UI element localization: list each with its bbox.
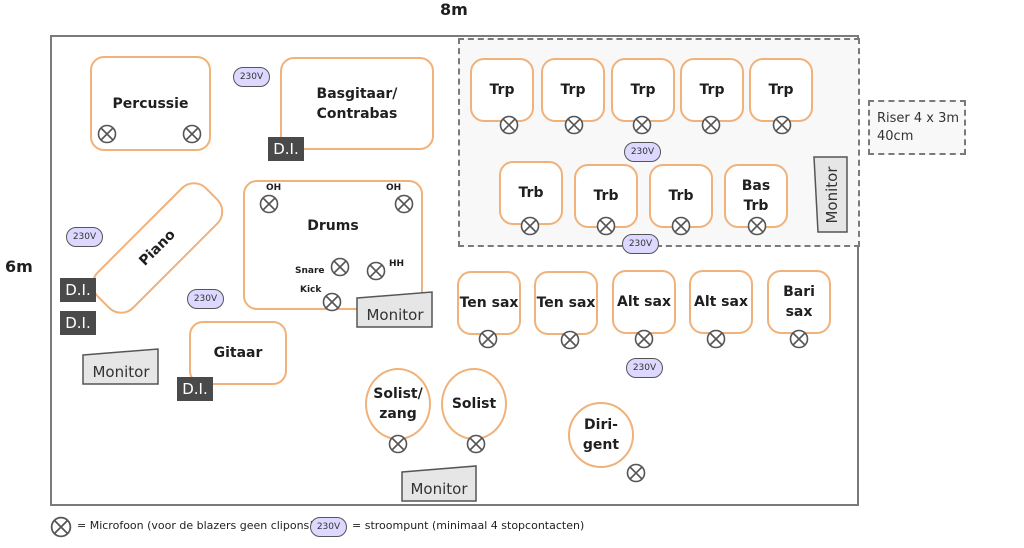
depth-dimension-label: 6m bbox=[5, 257, 33, 276]
position-alto-sax[interactable]: Alt sax bbox=[689, 270, 753, 334]
svg-text:Monitor: Monitor bbox=[92, 363, 150, 381]
microphone-icon bbox=[634, 329, 654, 349]
microphone-icon bbox=[626, 463, 646, 483]
di-box: D.I. bbox=[268, 137, 304, 161]
position-trombone[interactable]: Trb bbox=[499, 161, 563, 225]
power-outlet-badge: 230V bbox=[187, 289, 224, 309]
position-bass-trombone[interactable]: Bas Trb bbox=[724, 164, 788, 228]
position-alto-sax[interactable]: Alt sax bbox=[612, 270, 676, 334]
power-outlet-badge: 230V bbox=[622, 234, 659, 254]
stage-monitor: Monitor bbox=[813, 156, 848, 233]
microphone-icon bbox=[388, 434, 408, 454]
power-outlet-badge: 230V bbox=[624, 142, 661, 162]
position-solist-zang[interactable]: Solist/ zang bbox=[365, 368, 431, 440]
drum-mic-label-oh: OH bbox=[386, 183, 402, 193]
drum-mic-label-hh: HH bbox=[389, 259, 405, 269]
microphone-icon bbox=[478, 329, 498, 349]
position-tenor-sax[interactable]: Ten sax bbox=[534, 271, 598, 335]
legend-power-badge: 230V bbox=[310, 517, 347, 537]
riser-label: Riser 4 x 3m 40cm bbox=[868, 100, 966, 155]
stage-monitor: Monitor bbox=[356, 291, 433, 328]
power-outlet-badge: 230V bbox=[233, 67, 270, 87]
legend-microphone-text: = Microfoon (voor de blazers geen clipon… bbox=[77, 519, 318, 532]
microphone-icon bbox=[499, 115, 519, 135]
position-bari-sax[interactable]: Bari sax bbox=[767, 270, 831, 334]
microphone-icon bbox=[671, 216, 691, 236]
svg-text:Monitor: Monitor bbox=[366, 306, 424, 324]
position-trumpet[interactable]: Trp bbox=[749, 58, 813, 122]
di-box: D.I. bbox=[60, 311, 96, 335]
power-outlet-badge: 230V bbox=[66, 227, 103, 247]
microphone-icon bbox=[520, 216, 540, 236]
position-trumpet[interactable]: Trp bbox=[541, 58, 605, 122]
drum-mic-label-oh: OH bbox=[266, 183, 282, 193]
microphone-icon bbox=[747, 216, 767, 236]
microphone-icon bbox=[97, 124, 117, 144]
position-gitaar[interactable]: Gitaar bbox=[189, 321, 287, 385]
microphone-icon bbox=[394, 194, 414, 214]
stage-monitor: Monitor bbox=[82, 348, 159, 385]
microphone-icon bbox=[466, 434, 486, 454]
legend-microphone-icon bbox=[50, 516, 72, 538]
microphone-icon bbox=[330, 257, 350, 277]
piano-label: Piano bbox=[136, 226, 179, 270]
microphone-icon bbox=[322, 292, 342, 312]
microphone-icon bbox=[772, 115, 792, 135]
microphone-icon bbox=[706, 329, 726, 349]
stage-monitor: Monitor bbox=[401, 465, 477, 502]
drum-mic-label-kick: Kick bbox=[300, 285, 322, 295]
microphone-icon bbox=[632, 115, 652, 135]
position-basgitaar[interactable]: Basgitaar/ Contrabas bbox=[280, 57, 434, 150]
microphone-icon bbox=[366, 261, 386, 281]
position-trumpet[interactable]: Trp bbox=[470, 58, 534, 122]
microphone-icon bbox=[182, 124, 202, 144]
position-dirigent[interactable]: Diri- gent bbox=[568, 402, 634, 468]
di-box: D.I. bbox=[177, 377, 213, 401]
svg-text:Monitor: Monitor bbox=[410, 480, 468, 498]
legend-power-text: = stroompunt (minimaal 4 stopcontacten) bbox=[352, 519, 585, 532]
microphone-icon bbox=[259, 194, 279, 214]
position-trumpet[interactable]: Trp bbox=[680, 58, 744, 122]
position-tenor-sax[interactable]: Ten sax bbox=[457, 271, 521, 335]
microphone-icon bbox=[789, 329, 809, 349]
microphone-icon bbox=[701, 115, 721, 135]
position-trumpet[interactable]: Trp bbox=[611, 58, 675, 122]
power-outlet-badge: 230V bbox=[626, 358, 663, 378]
drum-mic-label-snare: Snare bbox=[295, 266, 325, 276]
microphone-icon bbox=[596, 216, 616, 236]
width-dimension-label: 8m bbox=[440, 0, 468, 19]
di-box: D.I. bbox=[60, 278, 96, 302]
svg-text:Monitor: Monitor bbox=[823, 166, 841, 224]
microphone-icon bbox=[560, 330, 580, 350]
microphone-icon bbox=[564, 115, 584, 135]
position-solist[interactable]: Solist bbox=[441, 368, 507, 440]
